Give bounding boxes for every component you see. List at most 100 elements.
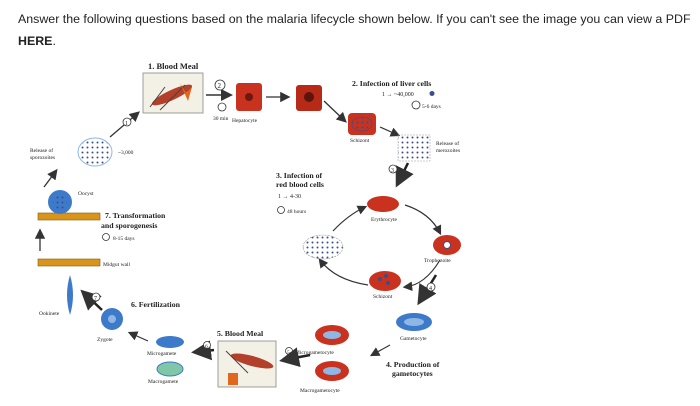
step3-label-1: 3. Infection of xyxy=(276,171,323,180)
step7-label-2: and sporogenesis xyxy=(101,221,157,230)
oocyst-sporozoites xyxy=(53,195,67,209)
marker-3-icon xyxy=(388,164,398,174)
trophozoite-label: Trophozoite xyxy=(424,258,451,264)
marker-6-text: 6 xyxy=(205,344,208,350)
instruction-text: Answer the following questions based on … xyxy=(18,12,691,26)
marker-6-icon xyxy=(203,341,211,349)
rbc-schizont-cell xyxy=(369,271,401,291)
midgut-wall-upper xyxy=(37,212,101,221)
macrogamete-label: Macrogamete xyxy=(148,379,179,385)
arrow-to-trophozoite xyxy=(404,204,442,236)
microgametocyte-inner xyxy=(323,331,341,339)
microgamete-label: Microgamete xyxy=(147,351,177,357)
oocyst-label: Oocyst xyxy=(78,191,94,197)
clock-icon-2 xyxy=(411,100,421,110)
merozoite-cluster xyxy=(397,134,431,162)
instruction-period: . xyxy=(52,34,56,48)
marker-3-text: 3 xyxy=(391,168,394,174)
macrogamete-cell xyxy=(156,361,184,377)
marker-5-text: 5 xyxy=(287,350,290,356)
zygote-label: Zygote xyxy=(97,337,113,343)
mosquito-leg xyxy=(159,84,186,111)
marker-7-text: 7 xyxy=(94,296,97,302)
step1-label: 1. Blood Meal xyxy=(148,61,199,71)
arrow-to-schizont-mid xyxy=(402,259,441,292)
microgamete-cell xyxy=(156,336,184,348)
marker-7-icon xyxy=(91,292,101,302)
clock-icon-7 xyxy=(102,233,110,241)
release-sporozoites-label-1: Release of xyxy=(30,147,53,154)
mosquito-icon-bottom xyxy=(230,353,274,369)
time-30-label: 30 min xyxy=(213,116,229,122)
mosquito-leg xyxy=(225,350,249,374)
arrow-to-schizont xyxy=(323,100,347,123)
step3-count: 1 → 4-30 xyxy=(278,194,301,200)
marker-1-text: 1 xyxy=(125,121,128,127)
zygote-nucleus xyxy=(108,315,116,323)
liver-schizont-body xyxy=(351,116,373,132)
step7-label-1: 7. Transformation xyxy=(105,211,166,220)
step2-label: 2. Infection of liver cells xyxy=(352,79,431,88)
step4-label-2: gametocytes xyxy=(392,369,433,378)
step4-label-1: 4. Production of xyxy=(386,360,440,369)
step6-label: 6. Fertilization xyxy=(131,300,181,309)
macrogametocyte-inner xyxy=(323,367,341,375)
schizont-merozoite xyxy=(386,281,390,285)
arrow-to-erythrocyte xyxy=(395,162,414,188)
malaria-lifecycle-diagram: 1. Blood Meal 2 30 min Hepatocyte 2. Inf… xyxy=(30,61,461,394)
step5-label: 5. Blood Meal xyxy=(217,329,264,338)
marker-4-text: 4 xyxy=(429,286,432,292)
release-merozoites-label-2: merozoites xyxy=(436,148,460,154)
step2-time: 5-6 days xyxy=(422,104,441,110)
midgut-wall-lower xyxy=(37,258,101,267)
arrow-gametocyte-to-human xyxy=(369,344,391,357)
clock-icon-3 xyxy=(277,206,285,214)
ookinete-cell xyxy=(67,275,73,315)
gametocyte-label: Gametocyte xyxy=(400,336,427,342)
midgut-wall-label: Midgut wall xyxy=(103,262,131,268)
microgametocyte-label: Microgametocyte xyxy=(295,350,334,356)
hepatocyte-nucleus xyxy=(245,93,253,101)
marker-4-icon xyxy=(426,282,436,292)
marker-1-icon xyxy=(122,117,132,127)
step7-time: 8-15 days xyxy=(113,236,135,242)
question-instruction: Answer the following questions based on … xyxy=(18,8,693,52)
mosquito-icon-top xyxy=(151,84,193,106)
arrow-reinfect xyxy=(332,205,368,232)
release-merozoites-label-1: Release of xyxy=(436,140,459,147)
marker-2-icon xyxy=(214,79,226,91)
step2-count: 1 → ~40,000 xyxy=(382,92,414,98)
sporozoite-cluster xyxy=(77,137,113,167)
trophozoite-ring xyxy=(443,241,451,249)
step3-time: 48 hours xyxy=(287,209,306,215)
clock-icon xyxy=(217,102,227,112)
mosquito-leg xyxy=(149,86,166,108)
schizont-merozoite xyxy=(378,277,382,281)
macrogametocyte-label: Macrogametocyte xyxy=(300,388,340,394)
gametocyte-inner xyxy=(404,318,424,326)
arrow-oocyst-up xyxy=(43,168,58,188)
erythrocyte-cell xyxy=(367,196,399,212)
arrow-schizont-release xyxy=(379,126,401,137)
skin-icon-2 xyxy=(228,373,238,385)
arrow-to-release xyxy=(318,258,369,286)
arrow-to-ookinete xyxy=(80,289,103,311)
schizont-merozoite xyxy=(384,274,388,278)
arrow-to-gametes xyxy=(191,340,215,361)
erythrocyte-label: Erythrocyte xyxy=(371,217,398,223)
arrow-to-zygote xyxy=(127,331,149,342)
schizont-top-label: Schizont xyxy=(350,138,370,144)
hepatocyte-label: Hepatocyte xyxy=(232,118,258,124)
infected-hepatocyte-nucleus xyxy=(304,92,314,102)
release-sporozoites-label-2: sporozoites xyxy=(30,155,55,161)
merozoite-dot-icon xyxy=(429,91,435,96)
schizont-mid-label: Schizont xyxy=(373,294,393,300)
pdf-link[interactable]: HERE xyxy=(18,34,53,48)
arrow-to-mosquito xyxy=(279,347,311,367)
marker-2-text: 2 xyxy=(218,82,222,90)
step3-label-2: red blood cells xyxy=(276,180,324,189)
skin-icon xyxy=(180,83,192,101)
ookinete-label: Ookinete xyxy=(39,311,60,317)
sporozoite-count: ~3,000 xyxy=(118,150,134,156)
rbc-rupture xyxy=(302,234,344,260)
